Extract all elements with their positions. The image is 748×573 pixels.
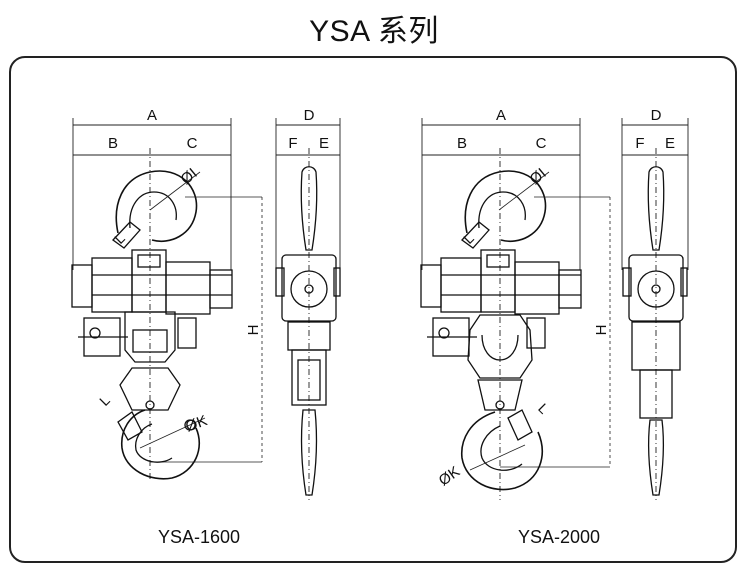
dim-label-b: B	[457, 135, 467, 152]
dim-label-a: A	[496, 107, 506, 124]
drawing-frame	[9, 56, 737, 563]
dim-label-a: A	[147, 107, 157, 124]
dim-label-e: E	[665, 135, 675, 152]
dim-label-l-bottom: L	[535, 400, 552, 417]
dim-label-f: F	[288, 135, 297, 152]
page-title: YSA 系列	[309, 15, 439, 48]
dim-label-k: ØK	[183, 412, 209, 435]
dim-label-c: C	[187, 135, 198, 152]
dim-label-b: B	[108, 135, 118, 152]
dim-label-h: H	[245, 325, 262, 336]
dim-label-e: E	[319, 135, 329, 152]
dim-label-d: D	[304, 107, 315, 124]
dim-label-f: F	[635, 135, 644, 152]
dim-label-i: ØI	[178, 165, 201, 188]
dim-label-h: H	[593, 325, 610, 336]
model-2-caption: YSA-2000	[518, 527, 601, 547]
model-1-labels: A B C D F E H ØI ØK L L	[96, 107, 329, 435]
dim-label-i: ØI	[527, 165, 550, 188]
model-2-side-view	[621, 118, 689, 500]
dim-label-c: C	[536, 135, 547, 152]
model-2-front-view	[420, 118, 611, 500]
model-1-front-view	[71, 118, 263, 480]
dim-label-d: D	[651, 107, 662, 124]
model-1-caption: YSA-1600	[158, 527, 241, 547]
dim-label-l-bottom: L	[96, 392, 113, 409]
model-1-side-view	[275, 118, 341, 500]
model-2-labels: A B C D F E H ØI ØK L L	[436, 107, 675, 489]
dim-label-k: ØK	[436, 463, 464, 489]
